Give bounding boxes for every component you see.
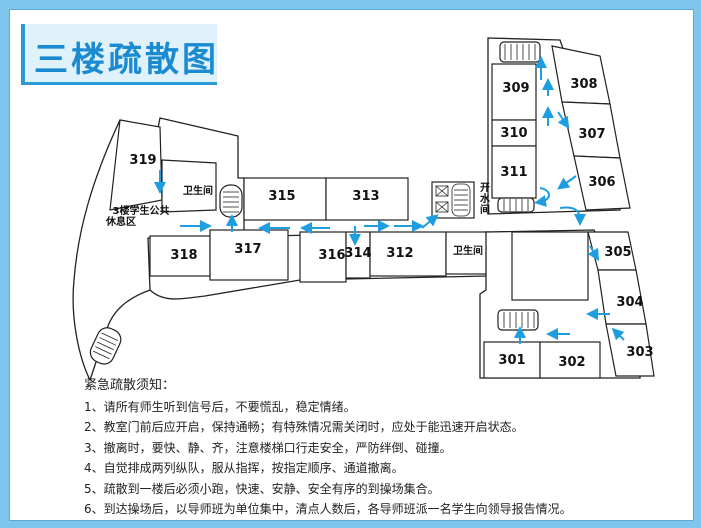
room-313-label: 313 [352,189,379,204]
room-311-label: 311 [500,165,527,180]
note-item: 5、疏散到一楼后必须小跑，快速、安静、安全有序的到操场集合。 [84,481,440,496]
room-317-label: 317 [234,242,261,257]
room-305-label: 305 [604,245,631,260]
title-panel [21,24,217,85]
room-313 [325,177,409,221]
open-area-east [511,231,589,301]
water-room-label-3: 间 [480,203,490,216]
room-311 [491,145,537,199]
room-303-label: 303 [626,345,653,360]
note-item: 3、撤离时，要快、静、齐，注意楼梯口行走安全，严防绊倒、碰撞。 [84,440,452,455]
page-title: 三楼疏散图 [34,40,219,80]
water-room-label-2: 水 [479,192,491,205]
stair-west-top-steps [223,191,239,213]
arrow-312 [421,214,439,229]
arrow-305 [587,245,600,262]
arrow-308 [557,111,570,129]
room-302 [539,341,601,379]
room-318 [149,235,211,277]
room-319-label: 319 [129,153,156,168]
stair-southeast-steps [503,312,535,328]
rest-area-label-1: 3楼学生公共 [113,204,170,217]
room-308 [551,45,611,105]
restroom-central-label: 卫生间 [453,244,483,257]
room-307-label: 307 [578,127,605,142]
room-306 [573,155,631,211]
stair-center-steps [435,183,471,217]
stair-southwest [89,327,122,365]
restroom-west-label: 卫生间 [183,184,213,197]
note-item: 2、教室门前后应开启，保持通畅；有特殊情况需关闭时，应处于能迅速开启状态。 [84,420,524,434]
arrow-303 [611,327,625,341]
note-item: 4、自觉排成两列纵队，服从指挥，按指定顺序、通道撤离。 [84,461,404,475]
note-item: 1、请所有师生听到信号后，不要慌乱，稳定情绪。 [84,399,356,414]
evacuation-notes: 紧急疏散须知： 1、请所有师生听到信号后，不要慌乱，稳定情绪。 2、教室门前后应… [84,376,572,520]
arrow-311-curve [534,187,550,207]
stair-east-top [499,41,541,63]
room-317 [209,229,289,281]
restroom-central [445,231,491,275]
room-310-label: 310 [500,126,527,141]
arrow-east-curve [559,206,586,226]
water-room-label-1: 开 [480,182,490,194]
room-302-label: 302 [558,355,585,370]
arrow-306 [557,175,577,190]
rest-area-label-2: 休息区 [105,215,136,228]
note-item: 6、到达操场后，以导师班为单位集中，清点人数后，各导师班派一名学生向领导报告情况… [84,502,572,516]
room-306-label: 306 [588,175,615,190]
room-316-label: 316 [318,248,345,263]
stair-east-mid-steps [503,199,529,211]
room-301-label: 301 [498,353,525,368]
notes-heading: 紧急疏散须知： [84,378,176,393]
room-312-label: 312 [386,246,413,261]
room-318-label: 318 [170,248,197,263]
room-308-label: 308 [570,77,597,92]
evacuation-arrows [154,56,625,344]
restroom-west [161,159,217,213]
room-309-label: 309 [502,81,529,96]
room-304-label: 304 [616,295,643,310]
room-315-label: 315 [268,189,295,204]
room-314-label: 314 [344,246,371,261]
